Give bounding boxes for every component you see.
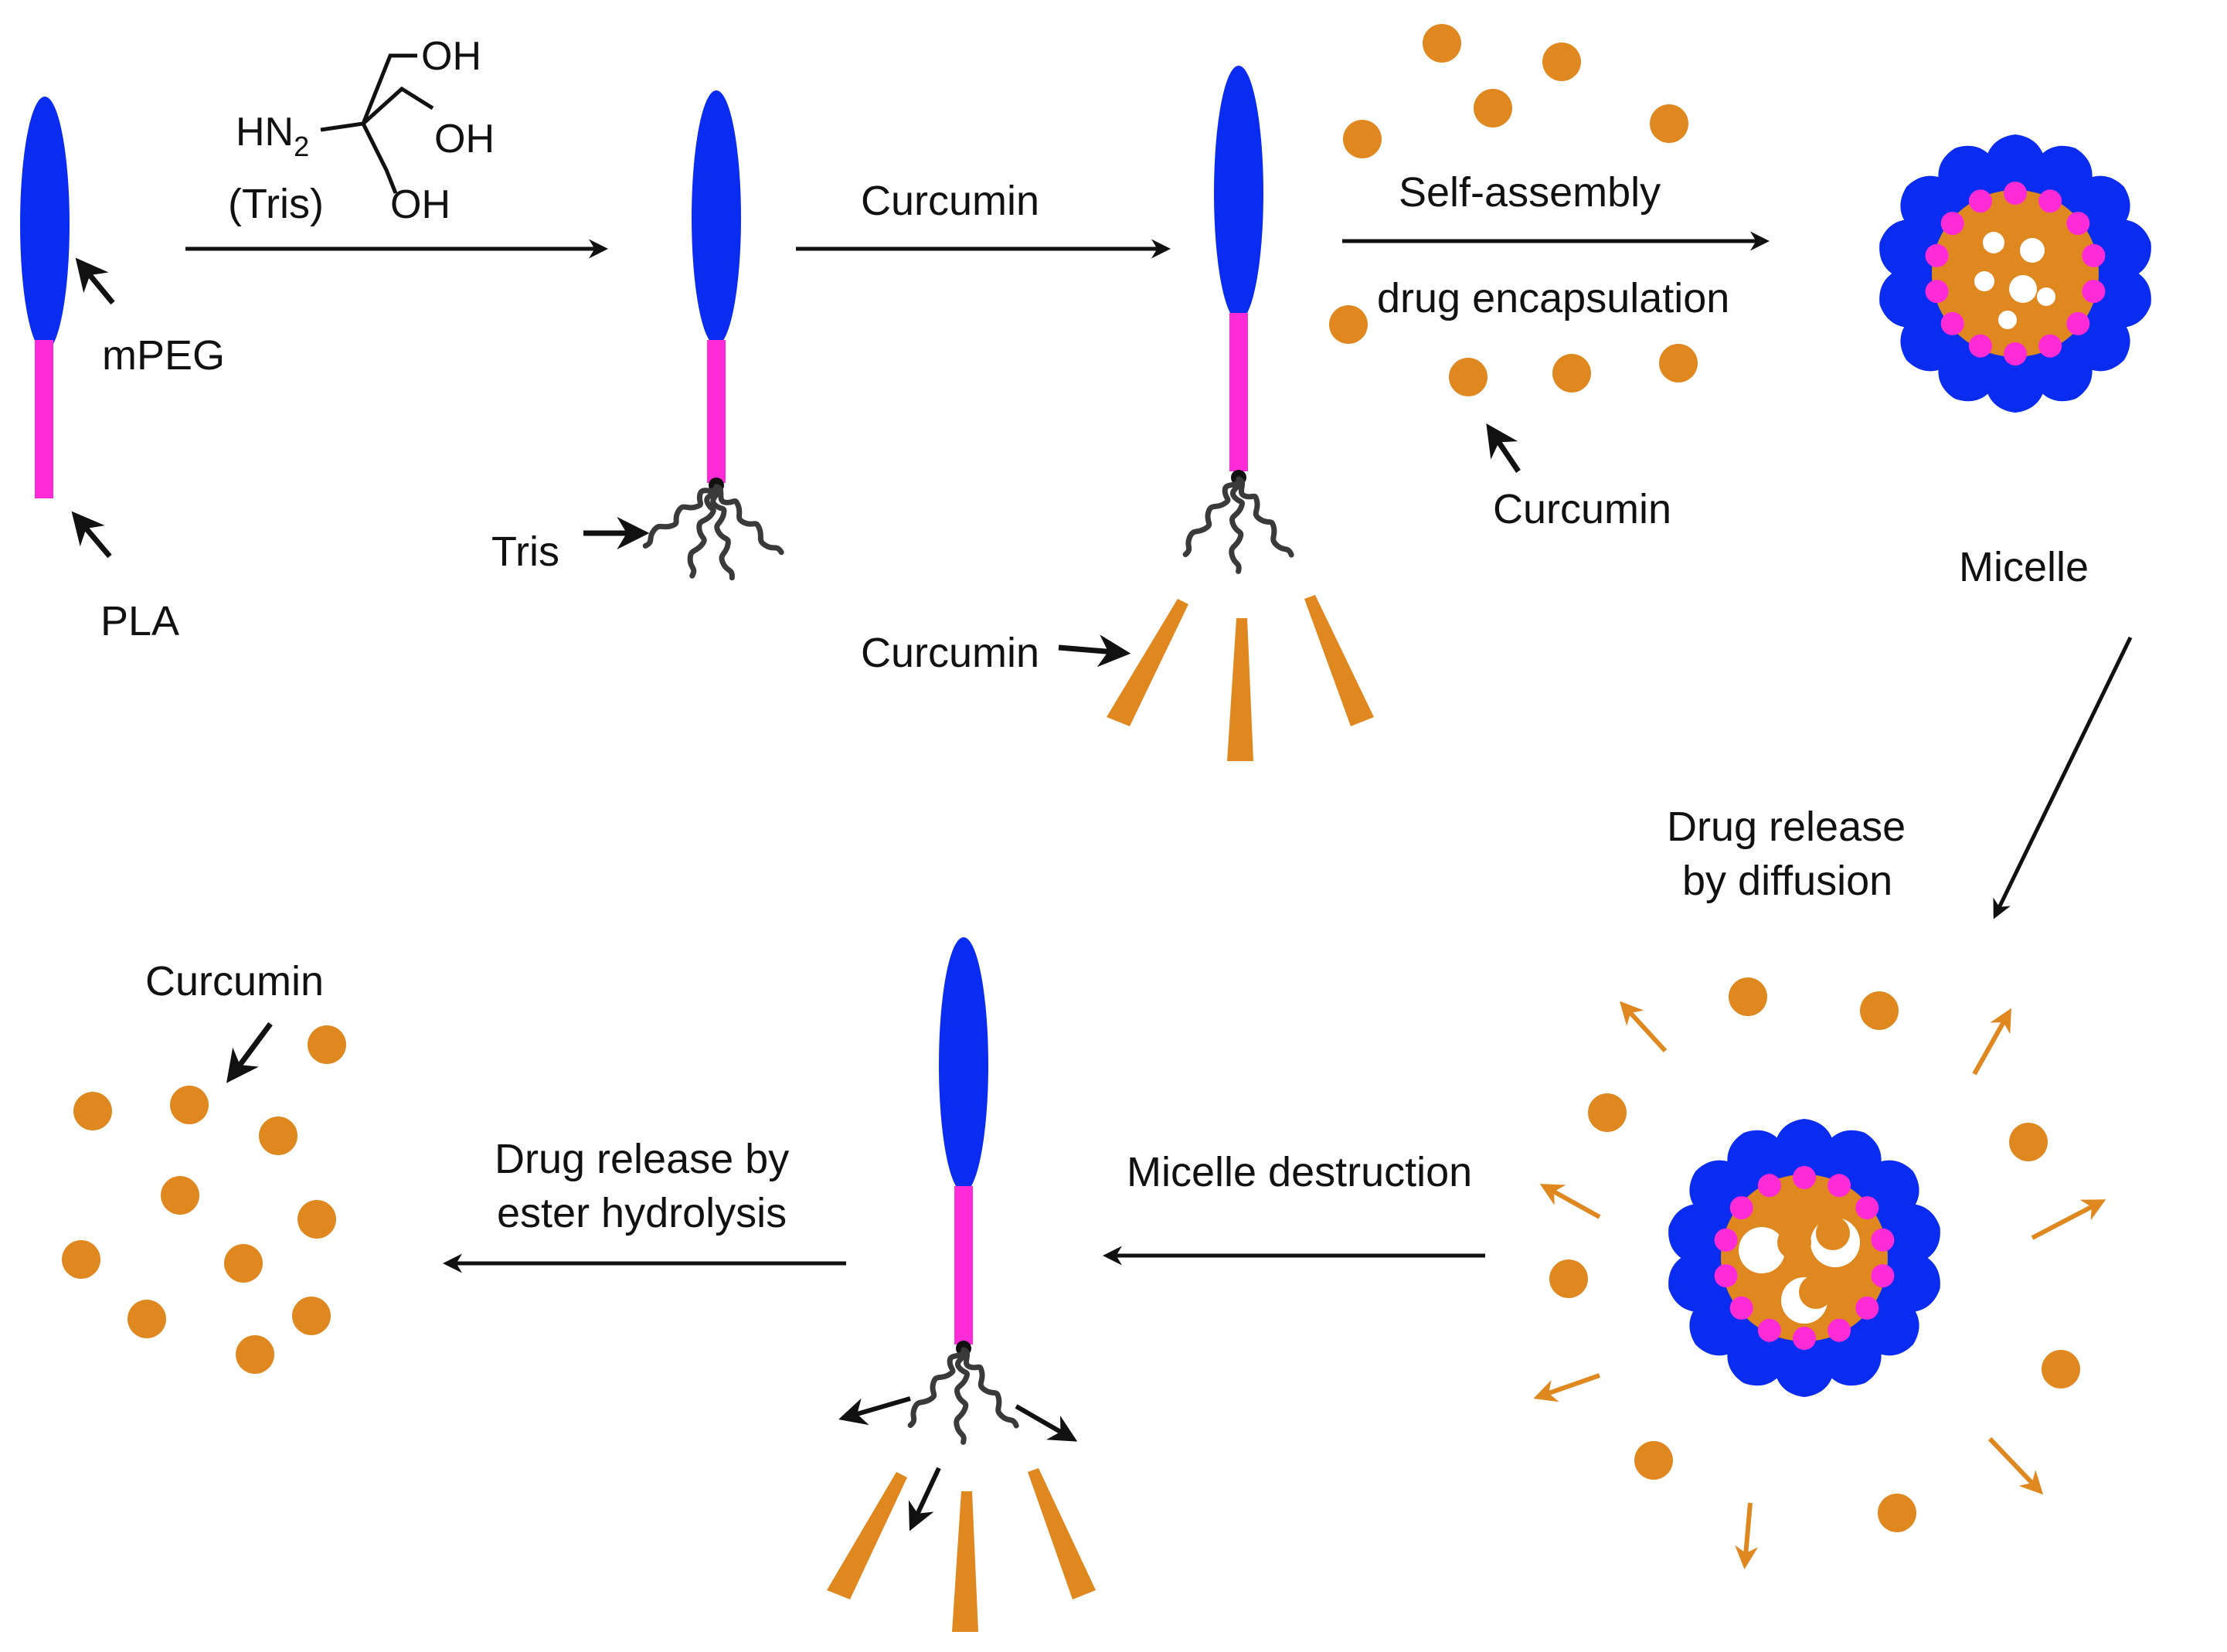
pla-junction <box>1871 1264 1895 1288</box>
diffusion-label-line1: Drug release <box>1667 804 1906 850</box>
micelle-label: Micelle <box>1959 544 2089 590</box>
core-void <box>2009 275 2037 303</box>
core-void <box>1739 1227 1785 1273</box>
core-void <box>1983 232 2004 253</box>
curcumin-wedges <box>827 1468 1096 1632</box>
pla-junction <box>1757 1174 1781 1198</box>
pla-block <box>1229 313 1248 471</box>
tris-oh-middle: OH <box>434 117 495 161</box>
curcumin-pointer-arrow <box>1058 634 1131 668</box>
pla-block <box>954 1186 973 1344</box>
pla-block <box>35 340 53 498</box>
curcumin-wedge <box>827 1472 907 1599</box>
pla-junction <box>2066 311 2090 335</box>
curcumin-core <box>1721 1174 1888 1341</box>
core-void <box>1974 271 1994 291</box>
pla-junction <box>2082 243 2106 267</box>
pla-junction <box>1968 189 1992 213</box>
pla-junction <box>1925 280 1949 304</box>
conjugated-curcumin-wedges <box>1107 595 1374 761</box>
free-curcumin-label: Curcumin <box>1493 486 1671 532</box>
pla-junction <box>1940 212 1964 236</box>
curcumin-conjugated-copolymer <box>1107 66 1374 761</box>
core-void <box>2037 287 2055 306</box>
tris-branches <box>638 481 781 579</box>
pla-label: PLA <box>100 598 179 644</box>
mpeg-block <box>20 97 70 352</box>
mpeg-pointer-arrow <box>75 257 115 305</box>
pla-junction <box>1871 1228 1895 1252</box>
pla-junction <box>2066 212 2090 236</box>
pla-junction <box>1793 1327 1816 1350</box>
core-curcumin <box>1816 1216 1850 1250</box>
pla-junction <box>2004 342 2027 365</box>
tris-amine-label: HN2 <box>236 110 309 162</box>
pla-junction <box>1714 1228 1738 1252</box>
pla-junction <box>2082 280 2106 304</box>
free-curcumin-dots <box>1329 24 1698 396</box>
tris-name-label: (Tris) <box>228 181 324 227</box>
released-curcumin-dots <box>1549 977 2080 1532</box>
released-curcumin-cluster <box>62 1025 346 1374</box>
pla-pointer-arrow <box>71 511 112 559</box>
releasing-micelle <box>1668 1119 1940 1397</box>
pla-junction <box>1729 1296 1753 1320</box>
conjugated-curcumin-label: Curcumin <box>861 630 1039 676</box>
core-curcumin <box>1777 1225 1811 1259</box>
released-curcumin-label: Curcumin <box>145 958 324 1004</box>
free-curcumin-pointer-arrow <box>1486 423 1521 473</box>
curcumin-wedge <box>1304 595 1374 726</box>
pla-junction <box>1925 243 1949 267</box>
hydrolysis-label-line2: ester hydrolysis <box>497 1190 787 1236</box>
pla-junction <box>1793 1166 1816 1189</box>
core-void <box>2020 238 2045 263</box>
tris-branches <box>1176 475 1291 572</box>
tris-branches <box>901 1346 1016 1443</box>
pla-block <box>707 340 726 483</box>
hydrolysis-label-line1: Drug release by <box>495 1136 789 1182</box>
tris-oh-bottom: OH <box>390 182 450 227</box>
hydrolysis-arrows <box>838 1396 1078 1531</box>
pla-junction <box>2038 334 2062 358</box>
pla-junction <box>1855 1196 1879 1220</box>
curcumin-wedge <box>1028 1468 1096 1599</box>
self-assembly-label: Self-assembly <box>1399 169 1661 216</box>
pla-junction <box>1968 334 1992 358</box>
pla-junction <box>1828 1318 1851 1342</box>
tris-structure: HN2 OH OH OH (Tris) <box>228 34 495 227</box>
micelle <box>1879 134 2151 413</box>
mpeg-label: mPEG <box>102 332 225 379</box>
pla-junction <box>1714 1264 1738 1288</box>
micelle-destruction-label: Micelle destruction <box>1127 1149 1472 1195</box>
curcumin-wedge <box>1227 618 1253 761</box>
curcumin-core <box>1932 190 2099 357</box>
pla-junction <box>1757 1318 1781 1342</box>
tris-oh-top: OH <box>421 34 481 79</box>
curcumin-reagent-label: Curcumin <box>861 178 1039 224</box>
drug-encapsulation-label: drug encapsulation <box>1377 275 1729 321</box>
diffusion-arrow <box>1993 636 2133 919</box>
mpeg-pla-copolymer <box>20 97 70 498</box>
pla-junction <box>1729 1196 1753 1220</box>
disassembled-copolymer <box>827 937 1096 1632</box>
pla-junction <box>1855 1296 1879 1320</box>
pla-junction <box>1828 1174 1851 1198</box>
mpeg-block <box>1214 66 1263 321</box>
curcumin-wedge <box>1107 599 1188 726</box>
diffusion-label-line2: by diffusion <box>1682 858 1892 904</box>
released-curcumin-pointer-arrow <box>226 1021 273 1083</box>
curcumin-wedge <box>952 1491 978 1632</box>
tris-label: Tris <box>491 529 559 575</box>
pla-junction <box>2038 189 2062 213</box>
mpeg-block <box>939 937 988 1192</box>
tris-conjugated-copolymer <box>638 90 781 579</box>
pla-junction <box>2004 182 2027 205</box>
core-curcumin <box>1799 1275 1833 1309</box>
core-void <box>1998 311 2017 329</box>
pla-junction <box>1940 311 1964 335</box>
mpeg-block <box>692 90 741 345</box>
outward-release-arrows <box>1533 1001 2106 1569</box>
